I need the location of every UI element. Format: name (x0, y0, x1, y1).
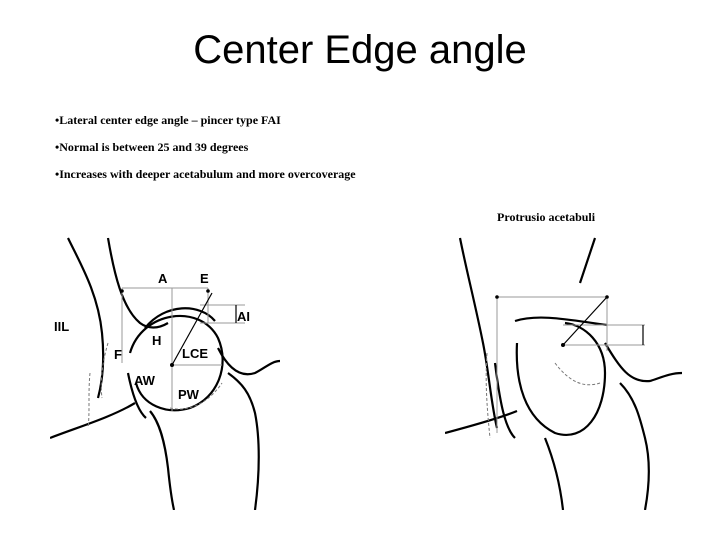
head-center-dot (170, 363, 174, 367)
hip-diagram-protrusio (445, 237, 682, 510)
hip-diagram-normal: A E AI IIL H F LCE AW PW (50, 237, 280, 510)
edge-dot (605, 295, 609, 299)
ilium-line (106, 237, 169, 329)
label-f: F (114, 347, 122, 362)
ischium-line (445, 409, 518, 435)
lateral-contour (604, 342, 682, 383)
edge-dot (206, 289, 210, 293)
bullet-item: •Lateral center edge angle – pincer type… (55, 113, 281, 127)
femoral-neck-lower (149, 410, 176, 510)
label-iil: IIL (54, 319, 69, 334)
lateral-contour (217, 347, 280, 376)
bullet-item: •Normal is between 25 and 39 degrees (55, 140, 249, 154)
label-lce: LCE (182, 346, 208, 361)
ilioischial-dashed (87, 372, 91, 429)
femoral-neck-upper (227, 372, 260, 510)
iliac-contour (67, 237, 105, 399)
medial-acetabulum (493, 362, 516, 439)
head-center-dot (561, 343, 565, 347)
slide-title: Center Edge angle (193, 28, 527, 72)
medial-wall (126, 372, 147, 419)
protrusio-caption: Protrusio acetabuli (497, 210, 596, 224)
femoral-head (128, 314, 224, 412)
label-aw: AW (134, 373, 156, 388)
ischium-line (50, 402, 136, 440)
ce-line (562, 296, 608, 346)
femoral-neck-upper (619, 382, 650, 510)
label-ai: AI (237, 309, 250, 324)
acetabular-roof (514, 316, 608, 327)
sourcil-arc (144, 307, 216, 329)
femoral-head (515, 321, 607, 436)
bullet-list: •Lateral center edge angle – pincer type… (55, 113, 356, 194)
teardrop-dashed (100, 342, 109, 399)
lce-line (171, 292, 213, 366)
femoral-neck-lower (543, 437, 565, 510)
posterior-wall-dashed (169, 382, 223, 410)
label-e: E (200, 271, 209, 286)
left-dot (495, 295, 499, 299)
iliac-contour (458, 237, 499, 429)
label-h: H (152, 333, 161, 348)
posterior-wall-dashed (554, 362, 601, 386)
bullet-item: •Increases with deeper acetabulum and mo… (55, 167, 356, 181)
teardrop-dashed (485, 352, 491, 439)
a-dot (120, 289, 124, 293)
label-pw: PW (178, 387, 200, 402)
upper-right-iliac (578, 237, 597, 284)
label-a: A (158, 271, 168, 286)
